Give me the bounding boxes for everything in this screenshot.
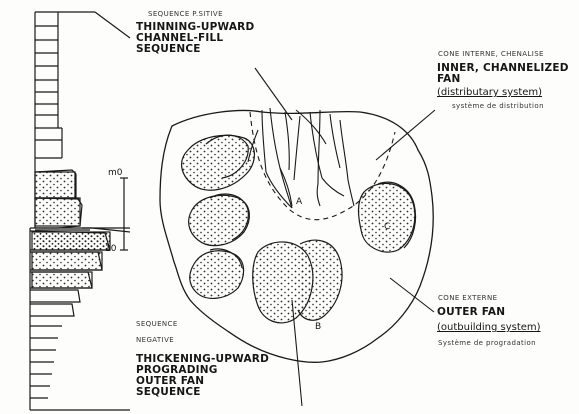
distributary-channels: [248, 108, 354, 208]
bottom-stratigraphic-column: [30, 228, 130, 410]
bottom-sequence-french-line-1: SEQUENCE: [136, 320, 178, 328]
sand-lobes: [182, 135, 416, 323]
scale-bar: [120, 178, 128, 250]
outer-fan-title: OUTER FAN: [437, 307, 505, 318]
inner-fan-system-french-label: système de distribution: [452, 102, 544, 110]
inner-fan-french-label: CONE INTERNE, CHENALISE: [438, 50, 544, 58]
outer-fan-system-french-label: Système de progradation: [438, 339, 536, 347]
outer-fan-french-label: CONE EXTERNE: [438, 294, 497, 302]
top-sequence-french-label: SEQUENCE P.SITIVE: [148, 10, 223, 18]
lobe-a-label: A: [296, 197, 302, 207]
inner-fan-title-line-2: FAN: [437, 74, 460, 85]
lobe-c-label: C: [384, 222, 390, 232]
lobe-b-label: B: [315, 322, 321, 332]
bottom-sequence-title-line-4: SEQUENCE: [136, 387, 201, 398]
outer-fan-system-label: (outbuilding system): [437, 322, 541, 333]
top-stratigraphic-column: [35, 12, 130, 230]
bottom-sequence-french-line-2: NEGATIVE: [136, 336, 174, 344]
scale-top-label: m0: [108, 168, 123, 178]
scale-bottom-label: 10: [105, 244, 116, 254]
inner-fan-system-label: (distributary system): [437, 87, 542, 98]
top-sequence-title-line-3: SEQUENCE: [136, 44, 201, 55]
